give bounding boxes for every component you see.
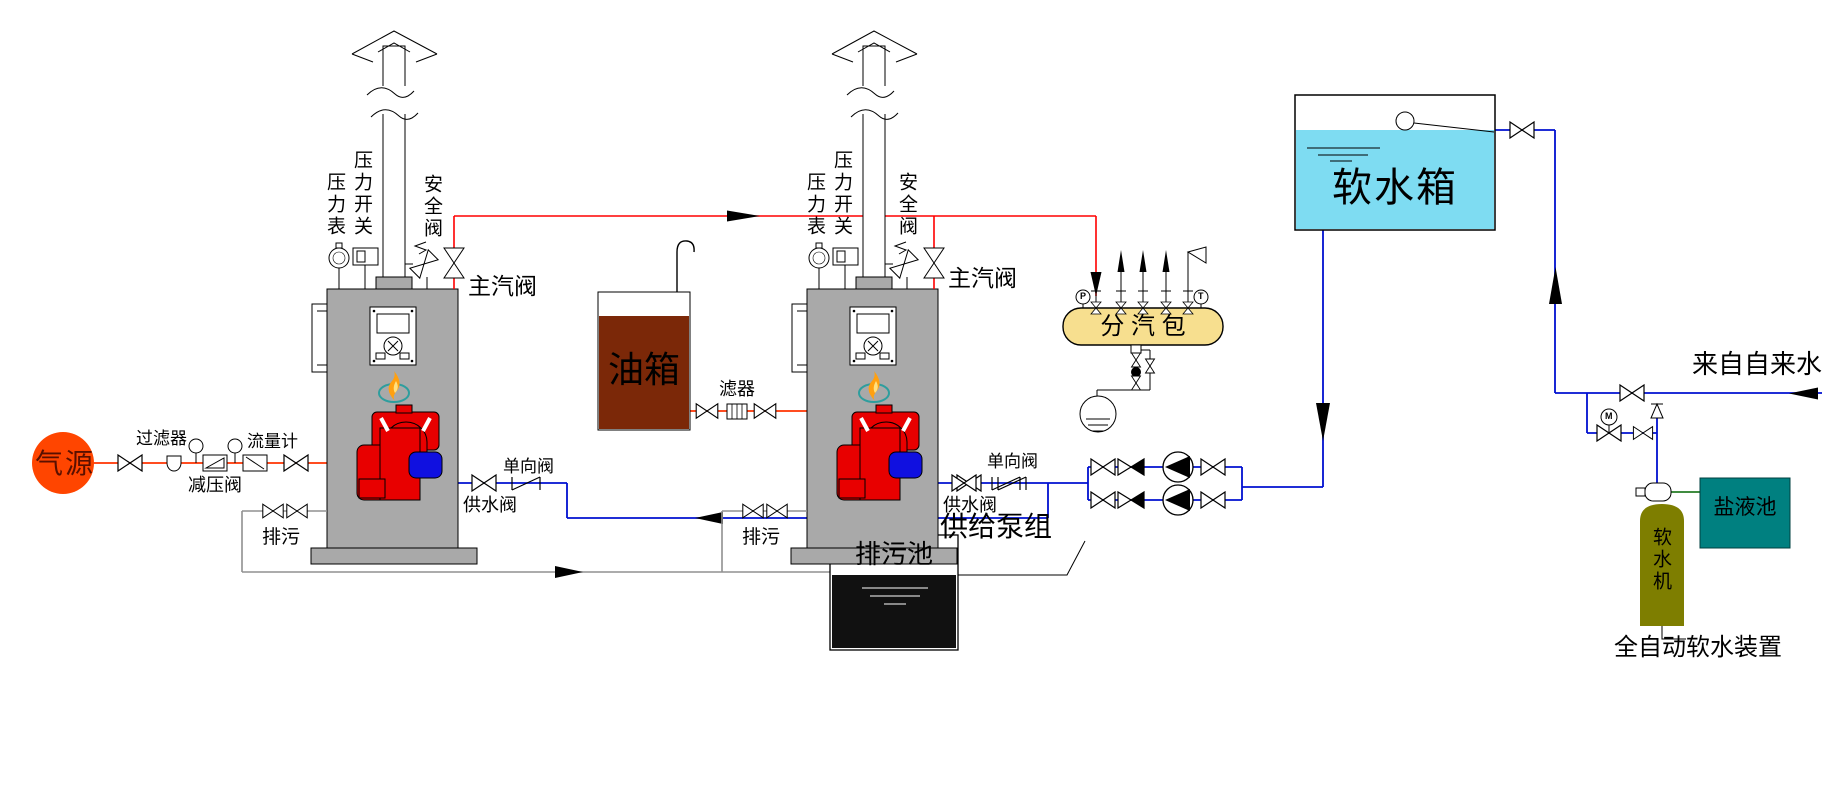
pressure-switch-label-b2: 压力开关 xyxy=(831,150,852,238)
tap-water-label: 来自自来水 xyxy=(1692,349,1823,379)
gas-train xyxy=(117,438,309,472)
boiler-2 xyxy=(722,31,1020,572)
blowdown-label-b2: 排污 xyxy=(742,527,781,548)
pressure-gauge-label-b2: 压力表 xyxy=(804,172,825,238)
blowdown-pool-label: 排污池 xyxy=(854,539,933,569)
gas-source-label: 气源 xyxy=(35,448,96,479)
oil-train xyxy=(695,403,777,420)
softener-piping xyxy=(1596,384,1664,442)
gas-source xyxy=(32,432,94,494)
salt-tank xyxy=(1699,477,1791,549)
float-ball xyxy=(1395,111,1415,131)
condensate-receiver xyxy=(1079,395,1117,433)
safety-valve-label-b1: 安全阀 xyxy=(421,174,442,240)
oil-tank xyxy=(597,240,695,431)
boiler-1 xyxy=(242,31,540,572)
salt-tank-label: 盐液池 xyxy=(1713,496,1777,519)
pressure-reducer-label: 减压阀 xyxy=(188,475,242,495)
pump-group-label: 供给泵组 xyxy=(940,511,1053,542)
water-softener xyxy=(1635,482,1686,640)
p-gauge-label: P xyxy=(1080,291,1087,301)
check-valve-label-b2: 单向阀 xyxy=(987,452,1038,471)
flow-meter-label: 流量计 xyxy=(247,432,298,451)
steam-header-label: 分 汽 包 xyxy=(1100,313,1186,340)
pressure-gauge-label-b1: 压力表 xyxy=(324,172,345,238)
flow-arrows xyxy=(555,210,1818,578)
blowdown-label-b1: 排污 xyxy=(262,527,301,548)
oil-filter-label: 滤器 xyxy=(719,379,755,399)
steam-header xyxy=(1062,246,1224,433)
t-gauge-label: T xyxy=(1198,291,1204,301)
soft-water-tank xyxy=(1294,94,1535,231)
water-softener-label: 软水机 xyxy=(1650,527,1671,593)
main-steam-valve-label-b1: 主汽阀 xyxy=(468,273,537,299)
inlet-filter-label: 过滤器 xyxy=(136,429,187,448)
main-steam-valve-label-b2: 主汽阀 xyxy=(948,265,1017,291)
check-valve-label-b1: 单向阀 xyxy=(503,457,554,476)
oil-tank-label: 油箱 xyxy=(607,349,680,390)
m-valve-label: M xyxy=(1605,411,1613,421)
safety-valve-label-b2: 安全阀 xyxy=(896,172,917,238)
soft-water-tank-label: 软水箱 xyxy=(1332,166,1458,210)
pressure-switch-label-b1: 压力开关 xyxy=(351,150,372,238)
feed-water-valve-label-b2: 供水阀 xyxy=(943,495,997,515)
feed-water-valve-label-b1: 供水阀 xyxy=(463,495,517,515)
softener-unit-label: 全自动软水装置 xyxy=(1614,634,1782,661)
